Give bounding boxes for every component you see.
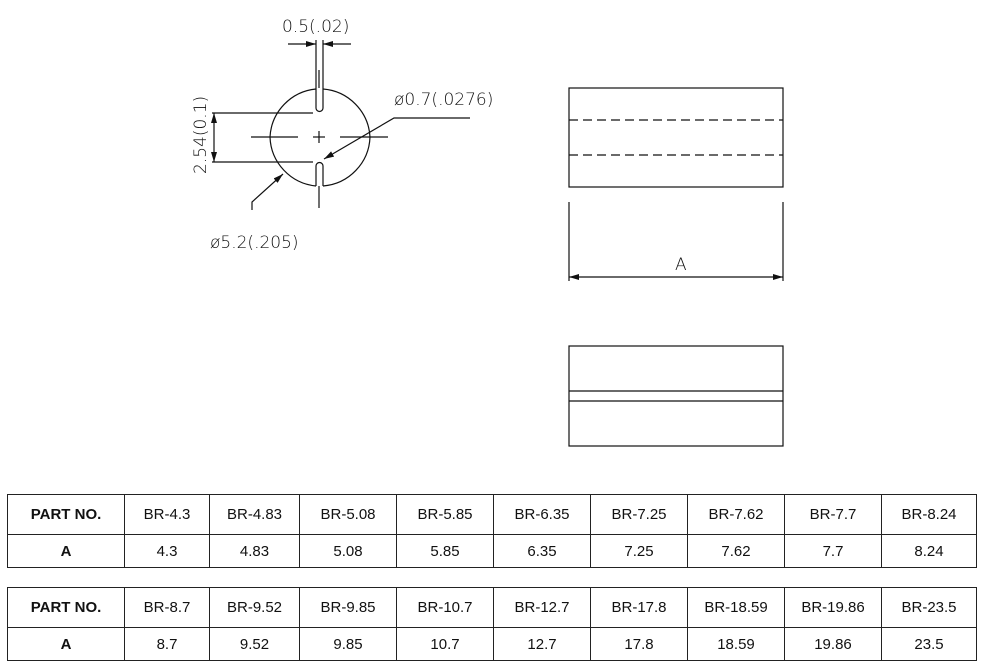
value-cell: 18.59 <box>687 627 785 661</box>
part-cell: BR-8.7 <box>124 587 210 628</box>
value-row: A 8.7 9.52 9.85 10.7 12.7 17.8 18.59 19.… <box>7 627 977 661</box>
value-cell: 4.3 <box>124 534 210 568</box>
value-cell: 17.8 <box>590 627 688 661</box>
part-cell: BR-9.52 <box>209 587 300 628</box>
header-cell: A <box>7 627 125 661</box>
value-cell: 8.7 <box>124 627 210 661</box>
value-cell: 8.24 <box>881 534 977 568</box>
part-cell: BR-7.7 <box>784 494 882 535</box>
part-cell: BR-23.5 <box>881 587 977 628</box>
part-cell: BR-18.59 <box>687 587 785 628</box>
value-cell: 9.85 <box>299 627 397 661</box>
hole-diameter-label: ø0.7(.0276) <box>394 90 493 110</box>
slot-width-label: 0.5(.02) <box>282 17 349 37</box>
part-cell: BR-6.35 <box>493 494 591 535</box>
bead-drawing: 0.5(.02) ø0.7(.0276) 2.54(0.1) ø5.2(.205… <box>191 17 784 447</box>
length-a-label: A <box>675 255 687 275</box>
value-cell: 5.85 <box>396 534 494 568</box>
part-table-2: PART NO. BR-8.7 BR-9.52 BR-9.85 BR-10.7 … <box>7 587 977 661</box>
end-view <box>211 40 470 210</box>
part-cell: BR-9.85 <box>299 587 397 628</box>
value-cell: 7.7 <box>784 534 882 568</box>
part-cell: BR-7.62 <box>687 494 785 535</box>
part-cell: BR-19.86 <box>784 587 882 628</box>
value-cell: 10.7 <box>396 627 494 661</box>
part-cell: BR-4.83 <box>209 494 300 535</box>
part-cell: BR-7.25 <box>590 494 688 535</box>
value-cell: 4.83 <box>209 534 300 568</box>
value-cell: 7.25 <box>590 534 688 568</box>
part-number-row: PART NO. BR-8.7 BR-9.52 BR-9.85 BR-10.7 … <box>7 587 977 628</box>
value-cell: 12.7 <box>493 627 591 661</box>
value-cell: 23.5 <box>881 627 977 661</box>
header-cell: PART NO. <box>7 494 125 535</box>
outer-diameter-label: ø5.2(.205) <box>210 233 299 253</box>
top-view <box>568 345 784 447</box>
value-cell: 19.86 <box>784 627 882 661</box>
part-cell: BR-17.8 <box>590 587 688 628</box>
value-cell: 5.08 <box>299 534 397 568</box>
pitch-label: 2.54(0.1) <box>191 96 211 174</box>
value-cell: 9.52 <box>209 627 300 661</box>
part-cell: BR-12.7 <box>493 587 591 628</box>
side-view <box>568 87 784 281</box>
header-cell: PART NO. <box>7 587 125 628</box>
part-table-1: PART NO. BR-4.3 BR-4.83 BR-5.08 BR-5.85 … <box>7 494 977 568</box>
part-cell: BR-8.24 <box>881 494 977 535</box>
part-cell: BR-5.08 <box>299 494 397 535</box>
part-cell: BR-4.3 <box>124 494 210 535</box>
value-cell: 7.62 <box>687 534 785 568</box>
part-number-row: PART NO. BR-4.3 BR-4.83 BR-5.08 BR-5.85 … <box>7 494 977 535</box>
part-cell: BR-5.85 <box>396 494 494 535</box>
header-cell: A <box>7 534 125 568</box>
value-cell: 6.35 <box>493 534 591 568</box>
part-cell: BR-10.7 <box>396 587 494 628</box>
value-row: A 4.3 4.83 5.08 5.85 6.35 7.25 7.62 7.7 … <box>7 534 977 568</box>
